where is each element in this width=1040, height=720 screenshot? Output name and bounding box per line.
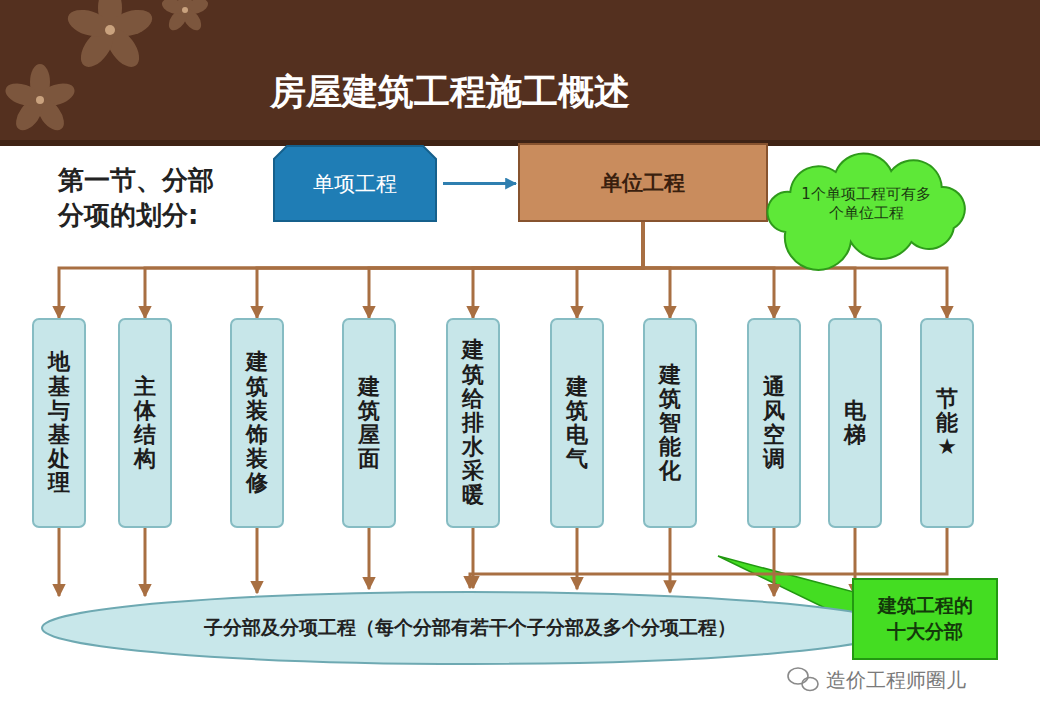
node-text: 主体结构 [134, 375, 156, 472]
node-text: 地基与基处理 [48, 350, 70, 495]
connector-arrow [257, 222, 643, 318]
connector-arrow [368, 528, 371, 589]
project-box: 单项工程 [273, 145, 437, 222]
node-text: 建筑电气 [566, 375, 588, 472]
branch-box: 建筑电气 [550, 318, 604, 528]
connector-arrow [473, 222, 643, 318]
connector-arrow [576, 528, 579, 589]
connector-arrow [58, 528, 61, 596]
node-text: 建筑屋面 [358, 375, 380, 472]
page-title: 房屋建筑工程施工概述 [150, 68, 750, 117]
connector-arrow [59, 222, 643, 318]
branch-box: 主体结构 [118, 318, 172, 528]
node-text: 单项工程 [313, 170, 397, 198]
node-text: 通风空调 [763, 375, 785, 472]
node-text: 1个单项工程可有多个单位工程 [801, 185, 931, 223]
connector-arrow [577, 222, 643, 318]
node-text: 建筑装饰装修 [246, 350, 268, 495]
callout-box: 建筑工程的十大分部 [852, 578, 998, 660]
callout-cloud: 1个单项工程可有多个单位工程 [755, 160, 977, 248]
branch-box: 节能★ [920, 318, 974, 528]
section-heading: 第一节、分部分项的划分: [58, 163, 228, 233]
node-text: 节能★ [936, 387, 958, 460]
connector-arrow [256, 528, 259, 593]
node-text: 单位工程 [601, 169, 685, 197]
connector-arrow [443, 182, 516, 185]
flower-decoration [3, 0, 210, 135]
branch-box: 电梯 [828, 318, 882, 528]
wechat-icon [788, 668, 818, 691]
branch-box: 建筑屋面 [342, 318, 396, 528]
branch-box: 建筑装饰装修 [230, 318, 284, 528]
connector-arrow [472, 528, 475, 588]
header-band [0, 0, 1040, 146]
branch-box: 建筑智能化 [643, 318, 697, 528]
connector-arrow [144, 528, 147, 596]
branch-box: 建筑给排水采暖 [446, 318, 500, 528]
watermark: 造价工程师圈儿 [826, 667, 966, 694]
branch-box: 通风空调 [747, 318, 801, 528]
node-text: 子分部及分项工程（每个分部有若干个子分部及多个分项工程） [150, 615, 790, 641]
connector-arrow [369, 222, 643, 318]
node-text: 电梯 [844, 399, 866, 447]
connector-arrow [773, 528, 776, 596]
node-text: 建筑给排水采暖 [462, 338, 484, 507]
unit-box: 单位工程 [518, 143, 768, 222]
connector-arrow [145, 222, 643, 318]
flower-centre [36, 7, 188, 104]
connector-arrow [669, 528, 672, 592]
node-text: 建筑工程的十大分部 [869, 593, 981, 644]
node-text: 建筑智能化 [659, 363, 681, 484]
summary-ellipse: 子分部及分项工程（每个分部有若干个子分部及多个分项工程） [40, 590, 900, 666]
connector-arrow [643, 222, 670, 318]
branch-box: 地基与基处理 [32, 318, 86, 528]
connector-arrow [643, 222, 774, 318]
